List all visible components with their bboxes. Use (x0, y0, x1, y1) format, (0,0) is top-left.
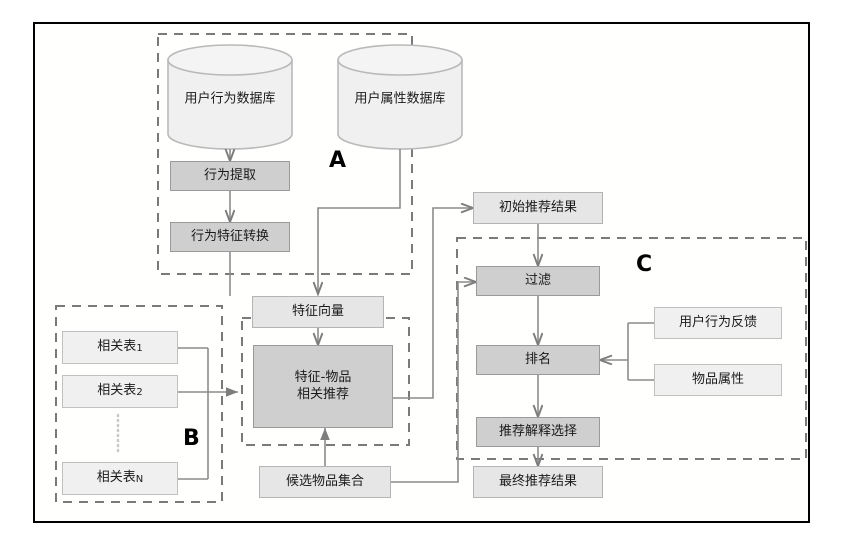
db-user-behavior-label: 用户行为数据库 (184, 91, 276, 107)
node-related-table-2-subscript: 2 (136, 387, 143, 399)
node-feature-item-recommend-label-line2: 相关推荐 (296, 386, 349, 402)
node-behavior-feature-transform[interactable]: 行为特征转换 (170, 222, 290, 252)
node-item-attribute[interactable]: 物品属性 (654, 364, 782, 396)
node-final-recommend-result[interactable]: 最终推荐结果 (473, 466, 603, 498)
node-user-behavior-feedback[interactable]: 用户行为反馈 (654, 307, 782, 339)
node-recommend-explain-select-label: 推荐解释选择 (498, 423, 577, 439)
node-user-behavior-feedback-label: 用户行为反馈 (678, 314, 757, 330)
node-initial-recommend-result-label: 初始推荐结果 (498, 199, 577, 215)
node-related-table-1-subscript: 1 (136, 343, 143, 355)
node-candidate-item-set[interactable]: 候选物品集合 (259, 466, 391, 498)
node-related-table-n-subscript: N (135, 474, 144, 486)
node-final-recommend-result-label: 最终推荐结果 (498, 473, 577, 489)
node-related-table-1-label: 相关表 (97, 339, 137, 355)
db-user-behavior: 用户行为数据库 (168, 45, 292, 149)
node-behavior-feature-transform-label: 行为特征转换 (190, 228, 269, 244)
db-user-attribute: 用户属性数据库 (338, 45, 462, 149)
node-recommend-explain-select[interactable]: 推荐解释选择 (476, 417, 600, 447)
node-ranking-label: 排名 (524, 351, 551, 367)
node-feature-item-recommend[interactable]: 特征-物品 相关推荐 (253, 345, 393, 428)
node-related-table-n-label: 相关表 (96, 470, 136, 486)
group-label-a: A (329, 148, 347, 173)
node-feature-item-recommend-label-line1: 特征-物品 (294, 370, 352, 386)
node-behavior-extraction[interactable]: 行为提取 (170, 161, 290, 191)
node-related-table-2-label: 相关表 (97, 383, 137, 399)
group-label-b: B (183, 426, 200, 451)
node-behavior-extraction-label: 行为提取 (203, 167, 256, 183)
node-feature-vector-label: 特征向量 (291, 303, 344, 319)
group-label-c: C (636, 252, 653, 277)
node-ranking[interactable]: 排名 (476, 345, 600, 375)
node-feature-vector[interactable]: 特征向量 (252, 296, 384, 328)
node-initial-recommend-result[interactable]: 初始推荐结果 (473, 192, 603, 224)
db-user-attribute-label: 用户属性数据库 (354, 91, 446, 107)
node-candidate-item-set-label: 候选物品集合 (285, 473, 364, 489)
node-filter[interactable]: 过滤 (476, 266, 600, 296)
node-item-attribute-label: 物品属性 (691, 371, 744, 387)
node-filter-label: 过滤 (524, 272, 551, 288)
